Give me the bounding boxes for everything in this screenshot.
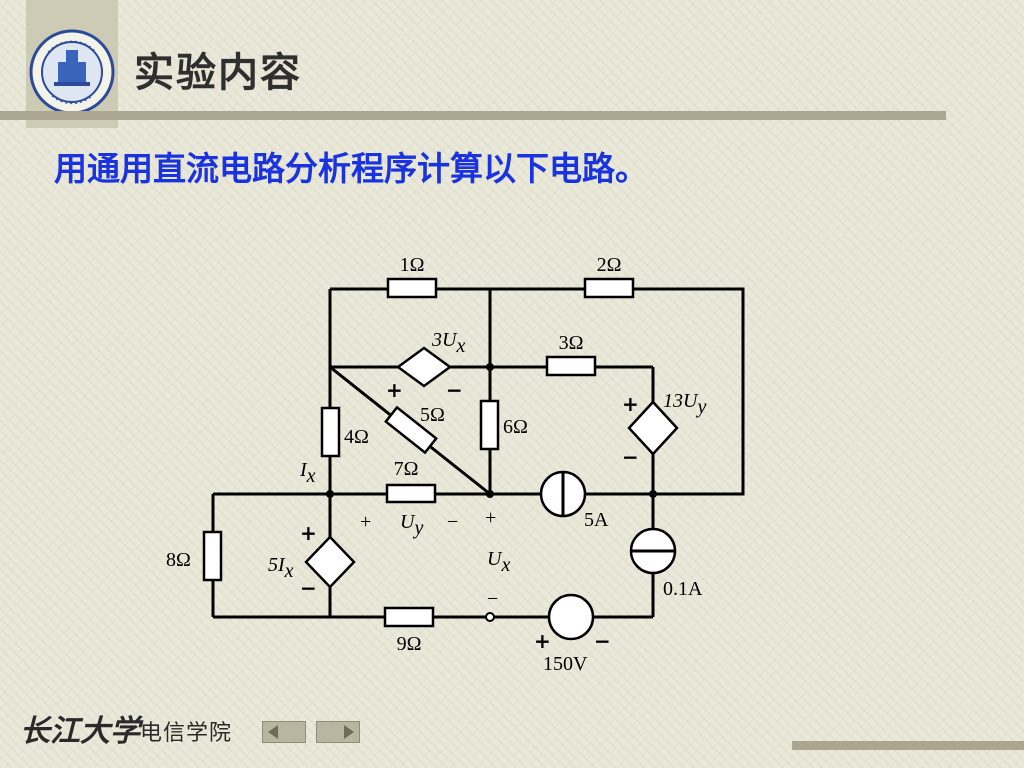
svg-text:+: + [386,378,403,402]
svg-text:−: − [622,445,639,469]
resistor-r5-label: 5Ω [420,404,445,426]
instruction-text: 用通用直流电路分析程序计算以下电路。 [54,149,648,188]
resistor-r1-label: 1Ω [400,254,425,276]
svg-text:0.1A: 0.1A [663,578,703,600]
resistor-r4-label: 4Ω [344,426,369,448]
footer-department: 电信学院 [140,721,233,746]
ccvs-13uy-source: 13Uy + − [622,390,706,469]
resistor-r3-label: 3Ω [559,332,584,354]
svg-text:5Ix: 5Ix [268,554,294,582]
footer-divider [792,741,1024,750]
resistor-r2-label: 2Ω [597,254,622,276]
resistor-r3: 3Ω [545,332,597,377]
university-seal-icon [29,29,115,115]
current-source-5a: 5A [539,470,609,531]
svg-text:5A: 5A [584,509,609,531]
svg-text:+: + [534,629,551,653]
resistor-r1: 1Ω [386,254,438,299]
svg-text:+: + [485,507,496,529]
title-divider [0,111,946,120]
resistor-r5: 5Ω [384,404,445,455]
resistor-r6: 6Ω [479,399,528,451]
svg-text:Uy: Uy [400,511,423,539]
svg-text:3Ux: 3Ux [431,329,465,357]
next-slide-button[interactable] [316,721,360,743]
resistor-r8-label: 8Ω [166,549,191,571]
svg-text:−: − [447,511,458,533]
current-source-0-1a: 0.1A [629,527,703,600]
cccs-5ix-source: 5Ix + − [268,521,356,600]
previous-slide-button[interactable] [262,721,306,743]
svg-text:+: + [622,392,639,416]
uy-label: + Uy − [360,511,458,539]
svg-text:13Uy: 13Uy [663,390,706,418]
resistor-r8: 8Ω [166,530,223,582]
junction-dots [326,363,657,622]
svg-text:−: − [300,576,317,600]
resistor-r7: 7Ω [385,458,437,504]
svg-text:Ux: Ux [487,548,510,576]
resistor-r9-label: 9Ω [397,633,422,655]
ix-label: Ix [299,459,316,487]
resistor-r6-label: 6Ω [503,416,528,438]
arrow-right-icon [344,725,354,739]
svg-text:−: − [487,588,498,610]
svg-text:Ix: Ix [299,459,316,487]
svg-text:+: + [360,511,371,533]
resistor-r7-label: 7Ω [394,458,419,480]
svg-text:150V: 150V [543,653,588,675]
resistor-r2: 2Ω [583,254,635,299]
ux-label: + Ux − [485,507,510,610]
university-logo [26,0,118,128]
resistor-r4: 4Ω [320,406,369,458]
slide-title: 实验内容 [134,50,302,96]
footer-university-logo: 长江大学 [20,714,140,749]
resistor-r9: 9Ω [383,606,435,655]
svg-text:−: − [446,378,463,402]
svg-text:+: + [300,521,317,545]
arrow-left-icon [268,725,278,739]
voltage-source-150v: + − 150V [534,593,611,675]
ccvs-3ux-source: 3Ux + − [386,329,465,402]
svg-text:−: − [594,629,611,653]
